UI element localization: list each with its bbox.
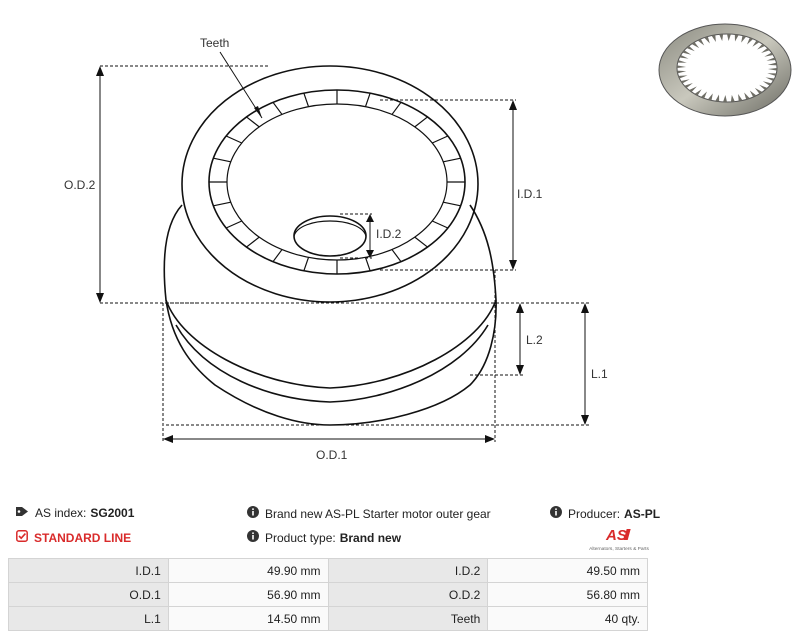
l1-label: L.1 [591,367,608,381]
product-type-value: Brand new [339,530,402,545]
gear-tooth [246,116,260,128]
gear-tooth [414,116,428,128]
spec-label-cell: O.D.1 [8,582,169,607]
spec-value-cell: 40 qty. [487,606,648,631]
producer-row: Producer: AS-PL [550,506,660,521]
product-photo [658,23,792,117]
spec-label-cell: L.1 [8,606,169,631]
producer-value: AS-PL [624,506,661,521]
spec-label-cell: I.D.1 [8,558,169,583]
gear-tooth [391,249,402,263]
gear-center-hole [293,215,367,257]
gear-tooth-tips [226,103,448,261]
spec-value-cell: 56.80 mm [487,582,648,607]
gear-lower-body [163,204,497,426]
gear-tooth [432,220,449,229]
gear-tooth [303,92,310,107]
gear-tooth [364,92,371,107]
spec-value-cell: 56.90 mm [167,582,329,607]
spec-value-cell: 49.90 mm [167,558,329,583]
teeth-label: Teeth [200,36,229,50]
gear-tooth [246,236,260,248]
as-index-row: AS index: SG2001 [16,506,134,520]
tag-icon [16,506,29,520]
gear-lower-rim [165,299,497,389]
gear-tooth [364,257,371,272]
gear-tooth [414,236,428,248]
id1-label: I.D.1 [517,187,543,201]
spec-value-cell: 14.50 mm [167,606,329,631]
gear-tooth [225,135,242,144]
product-type-label: Product type: [265,530,336,545]
product-description: Brand new AS-PL Starter motor outer gear [265,506,491,521]
product-type-row: Product type: Brand new [247,530,401,545]
checkbox-icon [16,530,28,545]
technical-drawing: Teeth O.D.2 I.D.1 I.D.2 L.2 L.1 O.D.1 [64,36,608,462]
gear-tooth [272,249,283,263]
spec-label-cell: O.D.2 [327,582,489,607]
description-row: Brand new AS-PL Starter motor outer gear [247,506,491,521]
gear-lower-rim-2 [175,324,489,403]
gear-tooth [391,101,402,115]
gear-tooth [303,257,310,272]
gear-tooth [225,220,242,229]
info-icon [247,506,259,521]
info-icon [550,506,562,521]
gear-tooth [213,157,231,163]
l2-label: L.2 [526,333,543,347]
as-index-value: SG2001 [90,506,135,520]
gear-tooth [272,101,283,115]
teeth-callout-line [219,51,263,119]
spec-label-cell: Teeth [327,606,489,631]
od1-label: O.D.1 [316,448,348,462]
as-pl-logo: AS Alternators, Starters & Parts [589,527,649,552]
spec-label-cell: I.D.2 [327,558,489,583]
svg-text:Alternators, Starters & Parts: Alternators, Starters & Parts [589,546,649,552]
info-icon [247,530,259,545]
as-index-label: AS index: [35,506,87,520]
standard-line-label: STANDARD LINE [34,530,132,545]
gear-top-face [181,65,479,303]
svg-text:AS: AS [605,527,627,544]
od2-label: O.D.2 [64,178,96,192]
standard-line-row: STANDARD LINE [16,530,131,545]
producer-label: Producer: [568,506,621,521]
gear-tooth [443,157,461,163]
spec-value-cell: 49.50 mm [487,558,648,583]
gear-tooth [213,201,231,207]
gear-tooth [443,201,461,207]
gear-tooth [432,135,449,144]
id2-label: I.D.2 [376,227,402,241]
